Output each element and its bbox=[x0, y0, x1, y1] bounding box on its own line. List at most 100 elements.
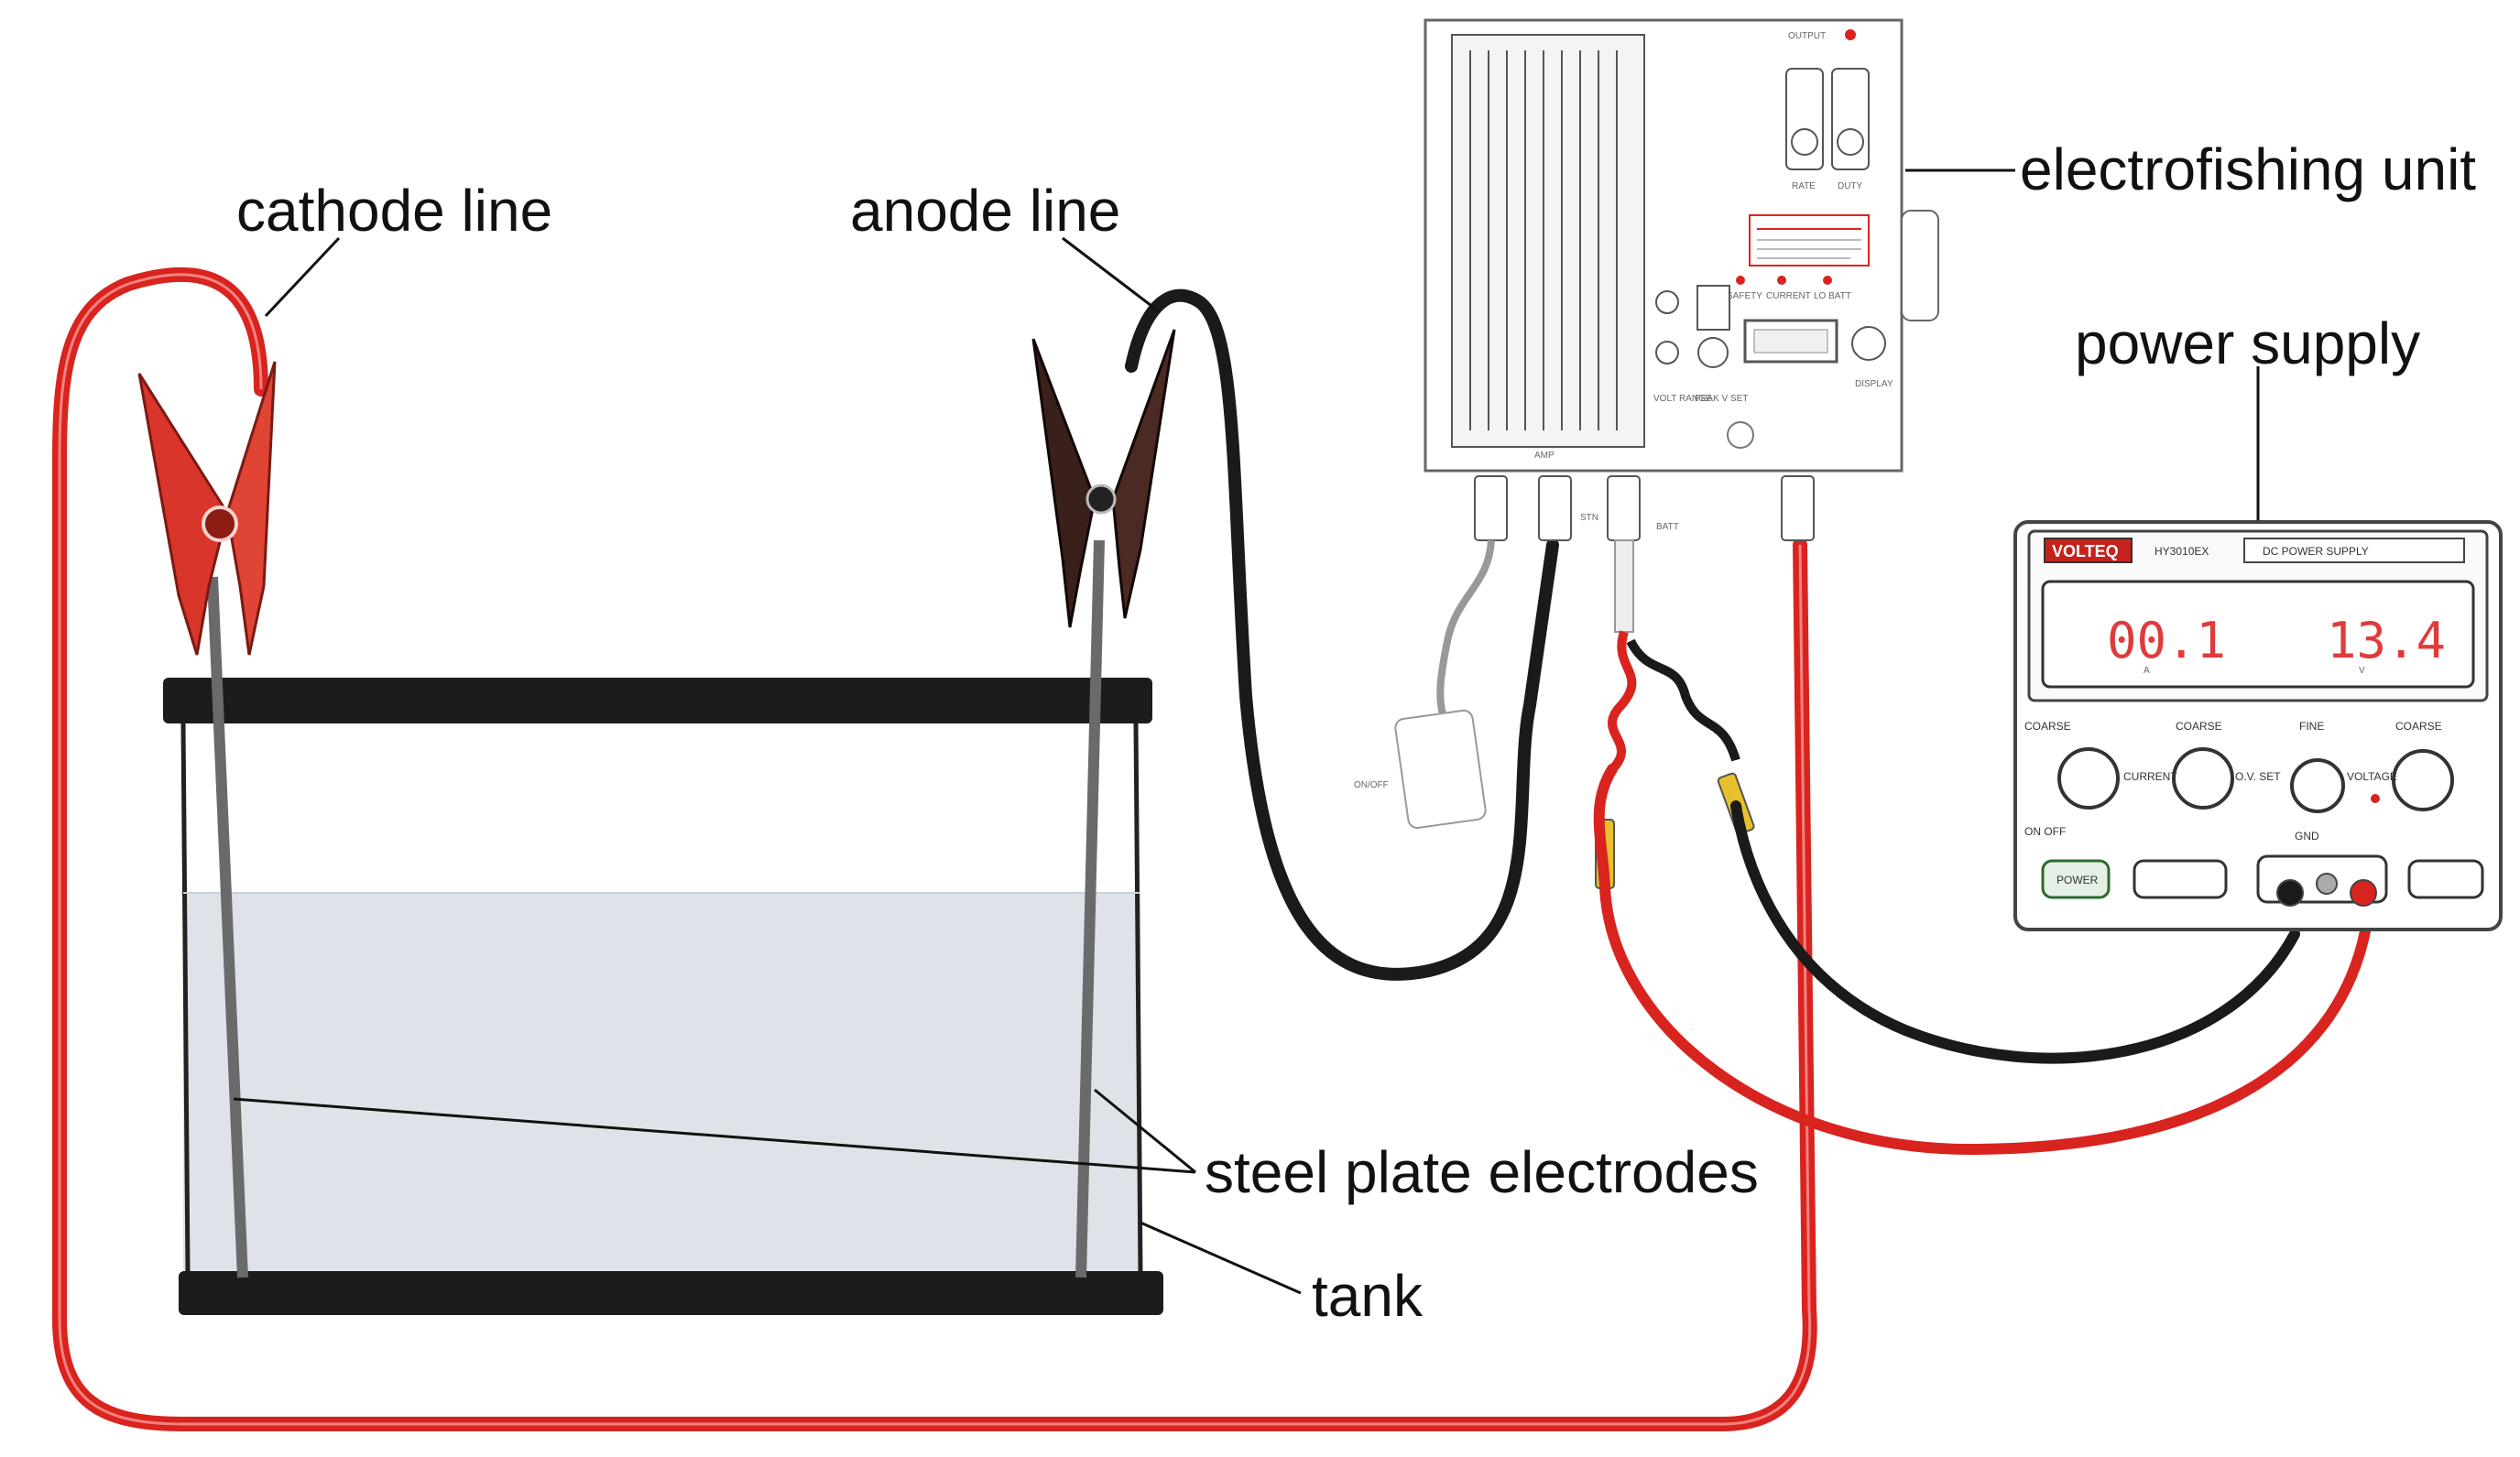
tank-label: tank bbox=[1312, 1263, 1424, 1329]
ov-coarse-knob[interactable] bbox=[2172, 747, 2234, 810]
power-supply-label: power supply bbox=[2075, 310, 2420, 376]
volt-range-knob[interactable] bbox=[1655, 341, 1679, 364]
power-supply-title: DC POWER SUPPLY bbox=[2263, 545, 2369, 558]
cathode-connector bbox=[1781, 475, 1815, 541]
unit-dial bbox=[1727, 421, 1754, 449]
cathode-line-leader bbox=[264, 236, 341, 318]
amp-label: AMP bbox=[1534, 451, 1555, 461]
cathode-wire-highlight bbox=[58, 273, 1812, 1426]
brand-badge bbox=[2044, 538, 2133, 563]
brand-text: VOLTEQ bbox=[2052, 542, 2119, 560]
positive-terminal[interactable] bbox=[2350, 879, 2377, 907]
power-button[interactable] bbox=[2041, 859, 2111, 899]
duty-knob[interactable] bbox=[1837, 128, 1864, 156]
steel-plate-electrodes-label: steel plate electrodes bbox=[1205, 1139, 1759, 1205]
foot-switch: ON/OFF bbox=[1354, 539, 1495, 830]
model-text: HY3010EX bbox=[2155, 545, 2209, 558]
power-supply: VOLTEQ HY3010EX DC POWER SUPPLY 00.1 A 1… bbox=[2013, 520, 2503, 931]
anode-wire bbox=[1125, 288, 1559, 981]
voltage-unit: V bbox=[2359, 666, 2365, 676]
knob-label-current-coarse: COARSE bbox=[2024, 720, 2071, 733]
display-label: DISPLAY bbox=[1855, 379, 1893, 389]
voltage-display: 13.4 bbox=[2327, 612, 2446, 669]
knob-label-ov-coarse: COARSE bbox=[2176, 720, 2222, 733]
duty-label: DUTY bbox=[1838, 181, 1863, 191]
stn-label: STN bbox=[1580, 513, 1598, 523]
anode-clip-jaw-left bbox=[1031, 338, 1096, 628]
current-led bbox=[1777, 276, 1786, 285]
output-led bbox=[1845, 29, 1856, 40]
anode-line-label: anode line bbox=[850, 178, 1120, 244]
batt-label: BATT bbox=[1656, 522, 1679, 532]
unit-connectors bbox=[1474, 475, 1815, 541]
cv-led bbox=[2371, 794, 2380, 803]
electrode-leader-anode bbox=[1094, 1088, 1196, 1174]
cathode-electrode-plate bbox=[207, 576, 248, 1278]
negative-terminal[interactable] bbox=[2276, 879, 2304, 907]
anode-electrode-plate bbox=[1075, 539, 1105, 1278]
tank-water bbox=[183, 893, 1140, 1273]
safety-led bbox=[1736, 276, 1745, 285]
unit-heatsink bbox=[1451, 34, 1645, 448]
knob-label-voltage-fine: FINE bbox=[2299, 720, 2324, 733]
foot-switch-body[interactable] bbox=[1394, 709, 1487, 830]
anode-clip bbox=[1031, 329, 1176, 628]
display-knob[interactable] bbox=[1851, 326, 1886, 361]
electrofishing-unit: OUTPUT RATE DUTY SAFETY CURRENT LO BATT … bbox=[1354, 18, 1939, 830]
side-handle bbox=[1901, 210, 1939, 321]
knob-label-voltage-coarse: COARSE bbox=[2395, 720, 2442, 733]
batt-connector bbox=[1607, 475, 1641, 541]
lo-batt-label: LO BATT bbox=[1814, 291, 1851, 301]
cathode-clip-jaw-left bbox=[137, 373, 229, 656]
black-supply-wire bbox=[1730, 800, 2300, 1064]
amp-connector bbox=[1474, 475, 1508, 541]
ov-set-label: O.V. SET bbox=[2235, 770, 2281, 783]
foot-switch-cable bbox=[1436, 539, 1495, 715]
current-label: CURRENT bbox=[2123, 770, 2177, 783]
lo-batt-led bbox=[1823, 276, 1832, 285]
tank-top-bar bbox=[163, 678, 1152, 723]
voltage-coarse-knob[interactable] bbox=[2392, 749, 2454, 811]
tank-leader bbox=[1140, 1221, 1302, 1295]
steel-plate-electrodes bbox=[207, 539, 1105, 1278]
on-off-label: ON OFF bbox=[2024, 825, 2066, 838]
on-off-note: ON/OFF bbox=[1354, 780, 1389, 790]
tank-left-wall bbox=[180, 723, 191, 1274]
current-coarse-knob[interactable] bbox=[2057, 747, 2120, 810]
batt-lead-plug bbox=[1614, 539, 1634, 633]
peak-v-switch[interactable] bbox=[1696, 285, 1730, 331]
red-supply-wire bbox=[1593, 764, 2373, 1156]
anode-clip-pivot bbox=[1085, 484, 1117, 515]
peak-v-knob[interactable] bbox=[1697, 337, 1729, 368]
current-unit: A bbox=[2144, 666, 2150, 676]
electrofishing-unit-label: electrofishing unit bbox=[2020, 136, 2476, 202]
power-button-label: POWER bbox=[2056, 874, 2099, 886]
voltage-label: VOLTAGE bbox=[2347, 770, 2397, 783]
tank-bottom-bar bbox=[179, 1271, 1163, 1315]
current-led-label: CURRENT bbox=[1766, 291, 1811, 301]
output-label: OUTPUT bbox=[1788, 31, 1826, 41]
display-window bbox=[2041, 580, 2475, 689]
voltage-fine-knob[interactable] bbox=[2290, 758, 2345, 813]
electrode-leader-cathode bbox=[233, 1097, 1196, 1174]
cathode-clip bbox=[137, 361, 277, 656]
anode-line-leader bbox=[1062, 236, 1160, 313]
anode-clip-jaw-right bbox=[1111, 329, 1176, 619]
cathode-clip-jaw-right bbox=[225, 361, 277, 656]
gnd-terminal[interactable] bbox=[2316, 873, 2338, 895]
heatsink-fins bbox=[1469, 50, 1618, 430]
leader-lines bbox=[233, 169, 2260, 1295]
batt-lead-black-coil bbox=[1626, 638, 1740, 762]
peak-v-label: PEAK V SET bbox=[1695, 394, 1748, 404]
volt-range-switch[interactable] bbox=[1655, 290, 1679, 314]
cathode-clip-pivot bbox=[202, 506, 238, 542]
rate-knob[interactable] bbox=[1791, 128, 1818, 156]
anode-connector bbox=[1538, 475, 1572, 541]
rate-label: RATE bbox=[1792, 181, 1816, 191]
batt-lead-red-coil bbox=[1608, 630, 1637, 773]
tank-right-wall bbox=[1133, 723, 1143, 1274]
blank-button-1 bbox=[2133, 859, 2228, 899]
battery-leads bbox=[1593, 539, 2373, 1156]
blank-button-2 bbox=[2407, 859, 2484, 899]
volt-range-label: VOLT RANGE bbox=[1653, 394, 1712, 404]
